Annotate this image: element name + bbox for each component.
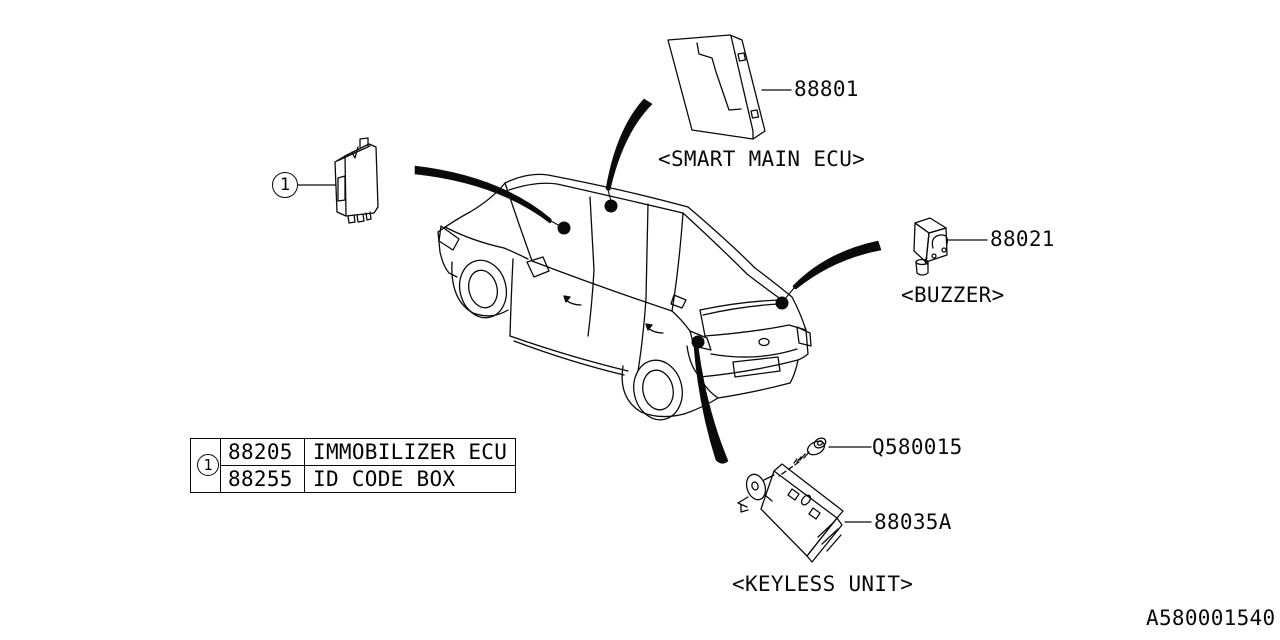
legend-row-0-code: 88205 (228, 440, 293, 464)
rear-wheel-rim (642, 369, 674, 411)
bumper-arch-join (683, 397, 719, 415)
ref-circle-1: 1 (272, 172, 298, 198)
c-pillar (671, 212, 684, 312)
rear-badge (758, 337, 770, 347)
legend-table: 1 88205 IMMOBILIZER ECU 88255 ID CODE BO… (190, 438, 516, 493)
location-dot-dash (557, 221, 571, 235)
part-label-q580015: Q580015 (872, 435, 963, 459)
rear-door-seam (637, 298, 647, 372)
taillight-right (796, 326, 812, 347)
rear-bumper-bottom (717, 382, 791, 399)
caption-keyless-unit: <KEYLESS UNIT> (732, 572, 914, 596)
legend-row-0-name: IMMOBILIZER ECU (313, 440, 508, 464)
location-dot-roof (604, 199, 618, 213)
legend-row-1-name: ID CODE BOX (313, 467, 456, 491)
ref-circle-1-label: 1 (279, 175, 291, 195)
roof-top (504, 173, 689, 208)
buzzer-drawing (913, 217, 988, 276)
quarter-glass (670, 294, 687, 309)
rear-right-corner (789, 359, 799, 384)
caption-smart-main-ecu: <SMART MAIN ECU> (658, 147, 866, 171)
rear-wheel (633, 359, 683, 421)
front-wheel-arch (451, 261, 509, 317)
screw-threads (793, 451, 810, 464)
front-wheel-rim (468, 269, 498, 309)
buzzer-cylinder (915, 261, 929, 276)
connector-window (337, 175, 346, 202)
spoiler-top (687, 206, 793, 298)
leader-curve-buzzer (792, 240, 882, 290)
d-pillar-far (791, 296, 807, 331)
grommet-hole (751, 481, 759, 491)
part-label-88801: 88801 (794, 77, 859, 101)
b-pillar (589, 196, 595, 271)
headlight (438, 225, 460, 251)
car-illustration (437, 173, 812, 421)
spoiler-bottom (682, 212, 783, 301)
rear-right-edge (797, 329, 809, 361)
keyless-unit-drawing (737, 463, 872, 563)
location-dots (557, 199, 789, 349)
legend-ref-label: 1 (203, 456, 213, 474)
part-label-88021: 88021 (990, 227, 1055, 251)
screw-drawing (778, 437, 872, 477)
part-label-88035a: 88035A (874, 510, 952, 534)
legend-row-divider (220, 465, 515, 466)
quarter-panel-line (671, 310, 691, 332)
caption-buzzer: <BUZZER> (901, 283, 1005, 307)
rocker-top (509, 335, 629, 372)
leader-curve-smart-ecu (605, 98, 653, 191)
door-handle-rear-arrow (645, 323, 653, 331)
door-handle-front (565, 299, 582, 306)
smart-main-ecu-drawing (667, 34, 792, 140)
legend-ref-circle: 1 (197, 454, 219, 476)
front-wheel (458, 259, 508, 319)
beltline (531, 260, 673, 312)
rear-bumper-top (699, 359, 799, 378)
front-door-seam (587, 269, 595, 337)
buzzer-horn (931, 234, 948, 249)
rear-window-bottom (704, 324, 807, 337)
side-mirror (526, 256, 550, 278)
doc-id: A580001540 (1146, 606, 1276, 630)
legend-row-1-code: 88255 (228, 467, 293, 491)
door-handle-front-arrow (563, 295, 571, 303)
license-recess (732, 356, 781, 378)
rear-window-top (699, 299, 783, 311)
rear-window-divider (645, 203, 649, 300)
rear-window-inner (702, 303, 780, 316)
connector-hatch (817, 521, 842, 552)
tailgate-crease (710, 348, 798, 358)
leader-curve-keyless (693, 345, 729, 464)
leader-curves (414, 98, 882, 464)
leader-curve-immobilizer (414, 165, 552, 224)
immobilizer-ecu-drawing (297, 137, 379, 224)
front-bumper (437, 231, 458, 278)
rear-wheel-arch (621, 365, 685, 418)
a-pillar (504, 182, 533, 262)
rocker-bottom (513, 340, 625, 376)
grommet-disc (745, 473, 767, 501)
location-dot-quarter (691, 335, 705, 349)
door-handle-rear (647, 327, 664, 334)
cowl-line (503, 247, 529, 260)
location-dot-hatch (775, 296, 789, 310)
hood-seam (444, 226, 505, 249)
rear-window-left (699, 309, 706, 337)
front-door-front-edge (509, 258, 514, 337)
roof-rail (508, 182, 684, 214)
